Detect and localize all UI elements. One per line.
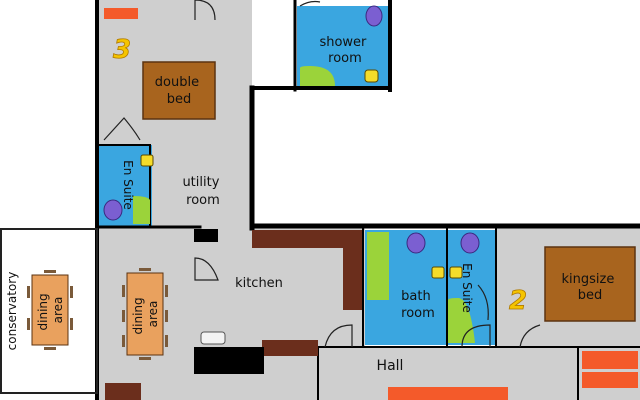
ensuite-2-label: En Suite	[460, 263, 474, 313]
hall-label: Hall	[377, 358, 404, 374]
dining-area-kitchen-line-2: area	[146, 301, 160, 328]
utility-room-label: utility room	[182, 175, 223, 208]
shower-room-line-1: shower	[319, 35, 367, 50]
basin-icons	[140, 69, 463, 279]
double-bed	[142, 61, 216, 120]
kitchen-worktops	[105, 230, 362, 400]
conservatory-wall	[0, 228, 98, 394]
dining-area-conservatory-line-2: area	[51, 297, 65, 324]
conservatory-label: conservatory	[5, 272, 19, 351]
kingsize-bed	[544, 246, 636, 322]
room-number-2: 2	[509, 286, 527, 316]
kingsize-bed-line-2: bed	[578, 288, 603, 303]
dining-area-conservatory-label: dining area	[36, 290, 65, 331]
dining-area-kitchen-line-1: dining	[131, 297, 145, 334]
kitchen-label: kitchen	[235, 276, 283, 291]
dining-table-conservatory	[27, 270, 73, 350]
double-bed-line-2: bed	[167, 92, 192, 107]
toilet-icons	[103, 5, 480, 254]
shower-room-line-2: room	[328, 51, 362, 66]
shower-room-label: shower room	[319, 35, 370, 66]
door-swings	[103, 0, 541, 348]
dining-area-kitchen-label: dining area	[131, 294, 160, 335]
utility-room-line-1: utility	[182, 175, 219, 190]
bath-room-line-2: room	[401, 306, 435, 321]
window-accents	[104, 8, 638, 400]
kingsize-bed-line-1: kingsize	[562, 272, 615, 287]
double-bed-label: double bed	[155, 75, 203, 107]
double-bed-line-1: double	[155, 75, 199, 90]
room-number-3: 3	[113, 35, 131, 65]
utility-room-line-2: room	[186, 193, 220, 208]
kingsize-bed-label: kingsize bed	[562, 272, 619, 303]
sink	[200, 331, 226, 345]
dining-table-kitchen	[122, 268, 168, 360]
bath-room-label: bath room	[401, 289, 435, 321]
bath-room-line-1: bath	[401, 289, 431, 304]
ensuite-3-label: En Suite	[121, 160, 135, 210]
oven	[194, 347, 264, 374]
dining-area-conservatory-line-1: dining	[36, 293, 50, 330]
fridge	[194, 229, 218, 242]
bath-tub	[367, 232, 389, 300]
